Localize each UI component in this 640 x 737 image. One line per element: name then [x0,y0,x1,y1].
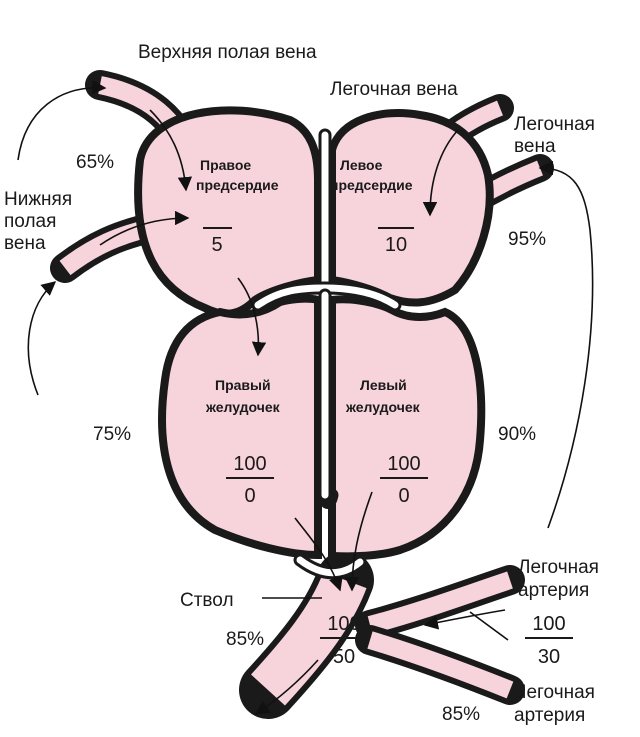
pressure-pulmonary-artery-den: 30 [538,646,560,668]
pressure-pulmonary-artery-num: 100 [532,613,565,635]
pressures: 5 10 100 0 100 0 100 50 100 30 [203,227,573,668]
left-ventricle-chamber [328,295,486,561]
inferior-vena-cava-vessel [50,213,165,283]
label-left-atrium-2: предсердие [330,177,413,193]
flow-arrow-rv-out [294,517,343,592]
pulmonary-artery-upper-vessel [355,565,525,640]
sat-trunk-outflow: 85% [226,629,264,650]
label-pulmonary-artery-upper-2: артерия [518,580,589,601]
label-inferior-vena-cava-3: вена [4,233,46,254]
label-pulmonary-vein-right-1: Легочная [514,114,595,135]
flow-arrow-lv-out [344,491,373,592]
sat-right-atrium-inflow: 65% [76,152,114,173]
pressure-right-ventricle: 100 0 [226,453,274,507]
label-right-atrium-2: предсердие [196,177,279,193]
saturations: 65% 95% 75% 90% 85% 85% [76,152,546,725]
flow-arrow-ivc-in [27,281,57,396]
label-pulmonary-vein-right-2: вена [514,136,556,157]
trunk-vessel [239,551,374,719]
pressure-trunk-num: 100 [327,613,360,635]
pressure-right-atrium: 5 [203,227,232,256]
label-left-ventricle-2: желудочек [345,399,421,415]
label-right-ventricle-2: желудочек [205,399,281,415]
pressure-trunk-den: 50 [333,646,355,668]
flow-arrow-pv-top [422,129,459,217]
vessels [50,70,554,719]
sat-left-ventricle: 90% [498,424,536,445]
pressure-left-atrium-den: 10 [385,234,407,256]
pressure-pulmonary-artery: 100 30 [525,613,573,668]
pressure-trunk: 100 50 [320,613,368,668]
flow-arrow-ra-to-rv [237,277,267,357]
chambers [134,106,494,561]
pressure-left-ventricle-den: 0 [398,485,409,507]
label-pulmonary-artery-upper-1: Легочная [518,557,599,578]
pressure-right-ventricle-num: 100 [233,453,266,475]
right-atrium-chamber [134,106,322,318]
labels: Верхняя полая вена Легочная вена Легочна… [4,42,599,726]
sat-right-ventricle: 75% [93,424,131,445]
sat-pulmonary-artery: 85% [442,704,480,725]
pressure-left-ventricle-num: 100 [387,453,420,475]
pa-pointer-line [469,611,509,641]
flow-arrow-ivc-right [99,210,190,246]
left-atrium-chamber [328,109,494,307]
label-right-ventricle-1: Правый [215,377,271,393]
flow-arrow-svc-in [17,79,107,161]
label-inferior-vena-cava-1: Нижняя [4,189,72,210]
label-left-ventricle-1: Левый [360,377,407,393]
label-pulmonary-artery-lower-1: Легочная [514,682,595,703]
flow-arrow-svc-down [149,109,193,192]
label-superior-vena-cava: Верхняя полая вена [138,42,317,63]
label-left-atrium-1: Левое [340,157,383,173]
label-pulmonary-artery-lower-2: артерия [514,705,585,726]
septum [251,128,402,580]
label-trunk: Ствол [180,590,234,611]
right-ventricle-chamber [158,294,322,560]
pressure-right-ventricle-den: 0 [244,485,255,507]
pressure-right-atrium-den: 5 [211,234,222,256]
label-pulmonary-vein-top: Легочная вена [330,79,458,100]
sat-left-atrium-inflow: 95% [508,229,546,250]
flow-arrow-trunk-out [254,659,319,715]
label-inferior-vena-cava-2: полая [4,211,56,232]
pulmonary-artery-lower-vessel [355,625,525,705]
pressure-left-ventricle: 100 0 [380,453,428,507]
flow-arrow-pa-in [423,609,506,630]
flow-arrows [17,79,594,715]
pressure-left-atrium: 10 [378,227,414,256]
flow-arrow-pv-right-in [538,160,594,529]
label-right-atrium-1: Правое [200,157,251,173]
